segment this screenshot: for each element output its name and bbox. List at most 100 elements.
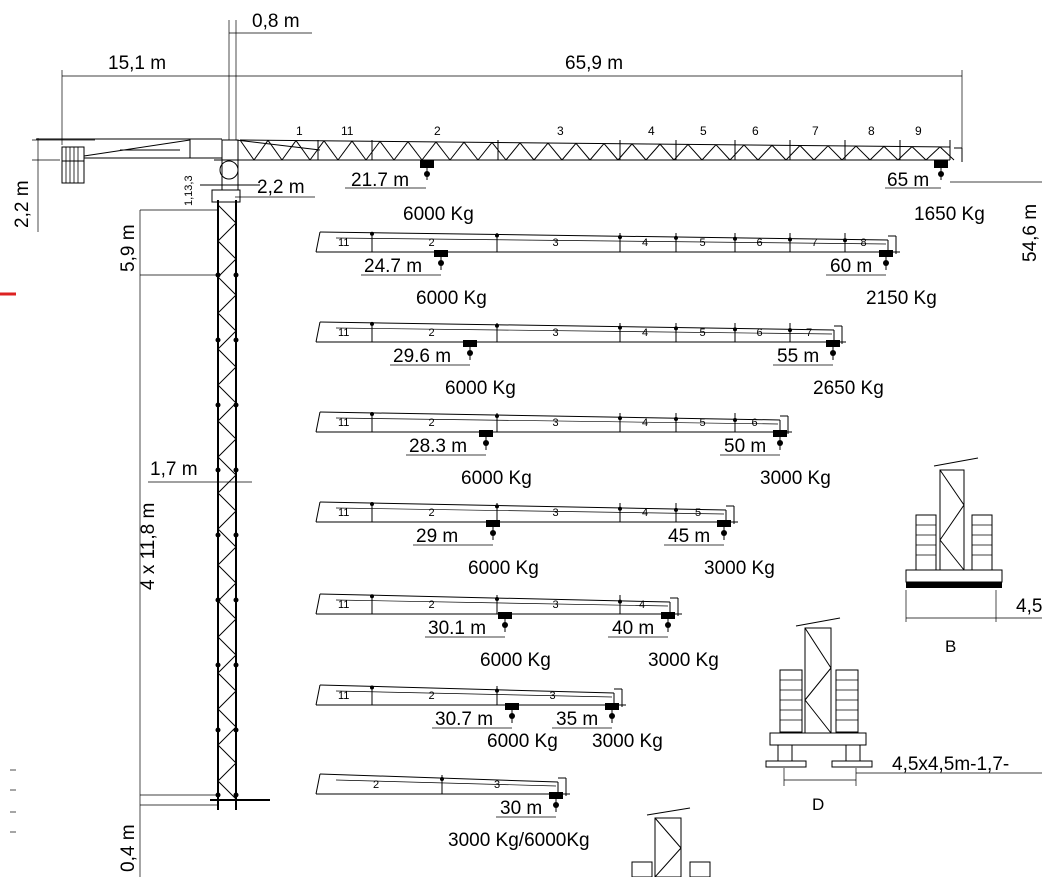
tip-dist-label: 65 m bbox=[887, 170, 929, 191]
segment-label: 11 bbox=[338, 327, 349, 339]
base-d-dim-label: 4,5x4,5m-1,7- bbox=[892, 754, 1009, 775]
inner-dist-label: 30.1 m bbox=[428, 618, 486, 639]
base-d-label: D bbox=[812, 795, 824, 814]
segment-label: 5 bbox=[695, 507, 701, 519]
top-dimensions: 0,8 m 15,1 m 65,9 m bbox=[61, 11, 963, 160]
trolley-hook bbox=[605, 703, 619, 723]
tip-load-label: 2650 Kg bbox=[813, 378, 884, 399]
segment-label: 5 bbox=[700, 124, 707, 138]
segment-label: 7 bbox=[812, 237, 818, 249]
segment-label: 2 bbox=[429, 599, 435, 611]
base-b: 4,5 B bbox=[905, 457, 1042, 656]
segment-label: 7 bbox=[812, 124, 819, 138]
trolley-hook bbox=[498, 612, 512, 632]
counter-jib-label: 15,1 m bbox=[108, 53, 166, 74]
trolley-hook bbox=[826, 340, 840, 360]
segment-label: 11 bbox=[338, 599, 349, 611]
segment-label: 2 bbox=[429, 690, 435, 702]
segment-label: 6 bbox=[752, 417, 758, 429]
trolley-hook bbox=[420, 160, 434, 180]
segment-label: 5 bbox=[700, 327, 706, 339]
small-dim-label: 1,13,3 bbox=[183, 175, 195, 206]
tip-load-label: 3000 Kg/6000Kg bbox=[448, 830, 590, 851]
right-height: 54,6 m bbox=[950, 181, 1042, 262]
segment-label: 3 bbox=[553, 599, 559, 611]
segment-label: 5 bbox=[700, 417, 706, 429]
tip-dist-label: 45 m bbox=[668, 526, 710, 547]
segment-label: 11 bbox=[338, 507, 349, 519]
inner-dist-label: 30.7 m bbox=[435, 709, 493, 730]
inner-dist-label: 21.7 m bbox=[351, 170, 409, 191]
tip-dist-label: 50 m bbox=[724, 436, 766, 457]
inner-load-label: 6000 Kg bbox=[480, 650, 551, 671]
tip-dist-label: 35 m bbox=[556, 709, 598, 730]
inner-load-label: 6000 Kg bbox=[487, 731, 558, 752]
tip-dist-label: 30 m bbox=[500, 798, 542, 819]
inner-load-label: 6000 Kg bbox=[445, 378, 516, 399]
segment-label: 9 bbox=[915, 124, 922, 138]
mast-section-width-label: 1,7 m bbox=[150, 459, 198, 480]
segment-label: 4 bbox=[642, 417, 648, 429]
crane-head bbox=[200, 139, 260, 191]
main-jib-segment-labels: 1 11 2 3 4 5 6 7 8 9 bbox=[296, 124, 922, 138]
trolley-hook bbox=[879, 250, 893, 270]
segment-label: 11 bbox=[338, 417, 349, 429]
segment-label: 3 bbox=[557, 124, 564, 138]
segment-label: 4 bbox=[642, 237, 648, 249]
segment-label: 6 bbox=[757, 327, 763, 339]
base-b-label: B bbox=[945, 637, 956, 656]
segment-label: 11 bbox=[341, 124, 354, 138]
section-top-label: 5,9 m bbox=[118, 224, 139, 272]
trolley-hook bbox=[479, 430, 493, 450]
inner-dist-label: 28.3 m bbox=[409, 436, 467, 457]
tip-dist-label: 60 m bbox=[830, 256, 872, 277]
tip-dist-label: 55 m bbox=[777, 346, 819, 367]
tip-load-label: 3000 Kg bbox=[704, 558, 775, 579]
inner-load-label: 6000 Kg bbox=[403, 204, 474, 225]
segment-label: 2 bbox=[373, 779, 379, 791]
inner-load-label: 6000 Kg bbox=[416, 288, 487, 309]
tip-dist-label: 40 m bbox=[612, 618, 654, 639]
segment-label: 3 bbox=[553, 417, 559, 429]
base-label: 0,4 m bbox=[118, 824, 139, 872]
inner-dist-label: 24.7 m bbox=[364, 256, 422, 277]
head-height-label: 2,2 m bbox=[12, 180, 33, 228]
height-under-hook-label: 54,6 m bbox=[1020, 204, 1041, 262]
inner-dist-label: 29 m bbox=[416, 526, 458, 547]
trolley-hook bbox=[717, 520, 731, 540]
trolley-hook bbox=[463, 340, 477, 360]
segment-label: 3 bbox=[553, 237, 559, 249]
trolley-hook bbox=[434, 250, 448, 270]
trolley-hook bbox=[486, 520, 500, 540]
mast-width-label: 0,8 m bbox=[252, 11, 300, 32]
tower-mast bbox=[210, 189, 270, 810]
tip-load-label: 2150 Kg bbox=[866, 288, 937, 309]
segment-label: 2 bbox=[429, 507, 435, 519]
tip-load-label: 1650 Kg bbox=[914, 204, 985, 225]
segment-label: 4 bbox=[648, 124, 655, 138]
segment-label: 3 bbox=[494, 779, 500, 791]
segment-label: 6 bbox=[752, 124, 759, 138]
inner-load-label: 6000 Kg bbox=[461, 468, 532, 489]
segment-label: 5 bbox=[700, 237, 706, 249]
trolley-hook bbox=[505, 703, 519, 723]
segment-label: 11 bbox=[338, 690, 349, 702]
segment-label: 1 bbox=[296, 124, 303, 138]
segment-label: 2 bbox=[429, 237, 435, 249]
trolley-hook bbox=[661, 612, 675, 632]
inner-load-label: 6000 Kg bbox=[468, 558, 539, 579]
segment-label: 4 bbox=[642, 507, 648, 519]
inner-dist-label: 29.6 m bbox=[393, 346, 451, 367]
trolley-hook bbox=[549, 792, 563, 812]
segment-label: 2 bbox=[429, 417, 435, 429]
segment-label: 4 bbox=[642, 327, 648, 339]
segment-label: 2 bbox=[434, 124, 441, 138]
jib-length-label: 65,9 m bbox=[565, 53, 623, 74]
